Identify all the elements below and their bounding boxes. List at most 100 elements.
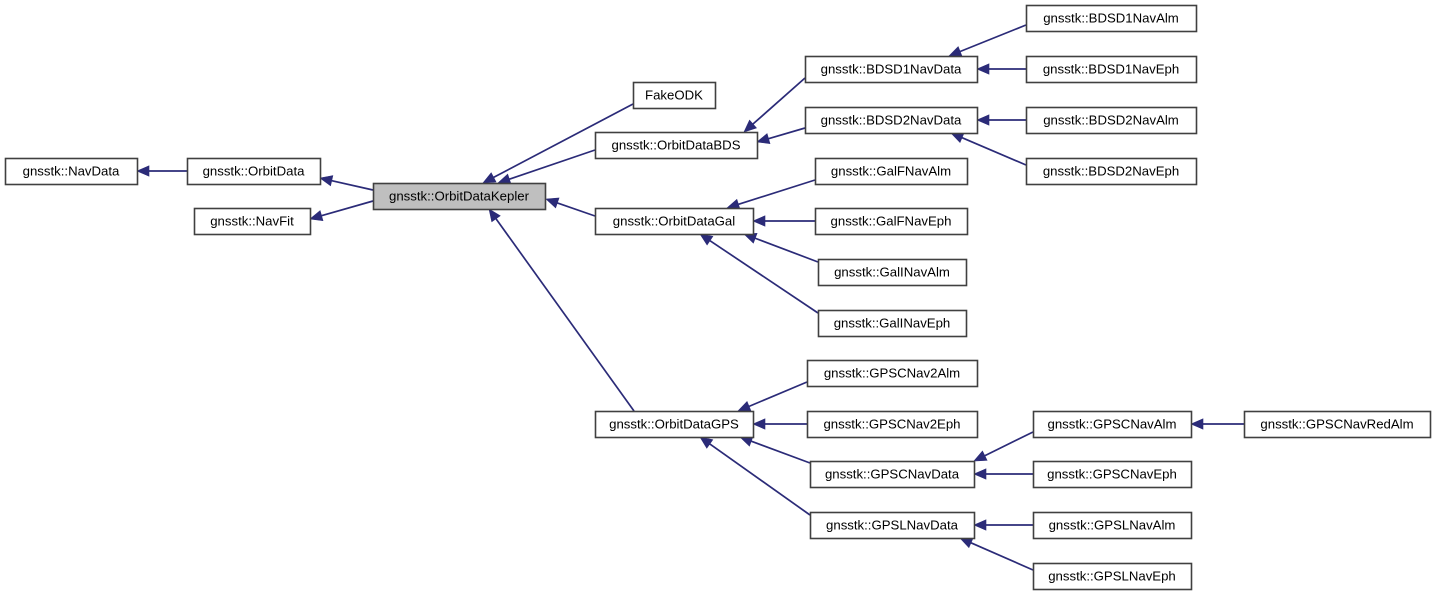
class-node-gpscnavdata[interactable]: gnsstk::GPSCNavData [809,460,976,489]
class-node-label: gnsstk::GPSCNavRedAlm [1260,416,1413,431]
edges-layer [136,24,1244,571]
edge-line [509,149,596,180]
edge-line [493,103,634,179]
class-node-box[interactable] [594,131,759,160]
edge-galinaveph-to-orbitdatagal [699,233,819,314]
class-node-orbitdatagps[interactable]: gnsstk::OrbitDataGPS [594,410,755,439]
class-node-gpscnav2eph[interactable]: gnsstk::GPSCNav2Eph [806,410,979,439]
class-node-box[interactable] [809,460,976,489]
class-node-gpscnav2alm[interactable]: gnsstk::GPSCNav2Alm [806,359,979,388]
class-node-orbitdatakepler[interactable]: gnsstk::OrbitDataKepler [372,182,547,211]
class-node-box[interactable] [817,258,968,287]
edge-galinavalm-to-orbitdatagal [743,233,819,263]
class-node-bdsd1navdata[interactable]: gnsstk::BDSD1NavData [804,55,979,84]
edge-bdsd2navdata-to-orbitdatabds [756,127,806,144]
class-node-navfit[interactable]: gnsstk::NavFit [193,207,312,236]
class-node-orbitdatabds[interactable]: gnsstk::OrbitDataBDS [594,131,759,160]
class-node-gpslnaveph[interactable]: gnsstk::GPSLNavEph [1032,562,1193,591]
edge-gpscnaveph-to-gpscnavdata [973,468,1033,480]
class-node-galfnaveph[interactable]: gnsstk::GalFNavEph [814,207,969,236]
class-node-gpscnavredalm[interactable]: gnsstk::GPSCNavRedAlm [1243,410,1432,439]
edge-line [709,443,811,516]
class-node-box[interactable] [193,207,312,236]
class-node-label: gnsstk::GPSCNav2Alm [824,365,960,380]
class-node-orbitdata[interactable]: gnsstk::OrbitData [186,157,322,186]
class-node-box[interactable] [804,106,979,135]
inheritance-arrowhead-icon [482,172,497,184]
class-node-galfnavalm[interactable]: gnsstk::GalFNavAlm [814,157,969,186]
class-node-box[interactable] [594,410,755,439]
edge-line [752,77,806,125]
class-node-galinaveph[interactable]: gnsstk::GalINavEph [817,309,968,338]
edge-bdsd1navalm-to-bdsd1navdata [948,24,1027,57]
edge-galfnavalm-to-orbitdatagal [726,179,816,210]
class-node-box[interactable] [1025,157,1198,186]
class-node-box[interactable] [632,81,717,110]
class-node-label: gnsstk::GPSLNavAlm [1049,517,1176,532]
edge-line [750,440,811,464]
class-node-box[interactable] [809,511,976,540]
class-node-bdsd2navdata[interactable]: gnsstk::BDSD2NavData [804,106,979,135]
class-node-box[interactable] [1243,410,1432,439]
class-node-box[interactable] [1032,410,1193,439]
class-node-label: gnsstk::NavData [23,163,120,178]
class-node-box[interactable] [1025,55,1198,84]
class-node-box[interactable] [1032,460,1193,489]
class-node-navdata[interactable]: gnsstk::NavData [4,157,139,186]
class-node-box[interactable] [806,410,979,439]
inheritance-arrowhead-icon [309,210,324,222]
class-node-bdsd2navalm[interactable]: gnsstk::BDSD2NavAlm [1025,106,1198,135]
class-node-box[interactable] [1025,106,1198,135]
inheritance-arrowhead-icon [976,114,990,126]
class-node-box[interactable] [814,157,969,186]
class-node-fakeodk[interactable]: FakeODK [632,81,717,110]
class-node-gpslnavalm[interactable]: gnsstk::GPSLNavAlm [1032,511,1193,540]
edge-line [970,542,1034,571]
inheritance-arrowhead-icon [959,537,974,549]
edge-gpslnaveph-to-gpslnavdata [959,537,1034,571]
edge-line [959,24,1027,53]
class-node-galinavalm[interactable]: gnsstk::GalINavAlm [817,258,968,287]
edge-line [495,218,635,412]
class-node-label: gnsstk::OrbitData [203,163,306,178]
class-node-label: gnsstk::GPSLNavData [826,517,959,532]
class-node-gpscnaveph[interactable]: gnsstk::GPSCNavEph [1032,460,1193,489]
class-node-box[interactable] [1032,511,1193,540]
class-node-label: gnsstk::BDSD1NavData [821,61,962,76]
edge-line [331,179,374,191]
class-node-box[interactable] [594,207,755,236]
class-node-box[interactable] [804,55,979,84]
class-node-label: gnsstk::OrbitDataBDS [612,137,741,152]
edge-orbitdatagal-to-orbitdatakepler [545,197,596,217]
class-node-bdsd1navalm[interactable]: gnsstk::BDSD1NavAlm [1025,4,1198,33]
class-node-label: gnsstk::OrbitDataGal [613,213,735,228]
edge-line [321,200,374,217]
class-node-box[interactable] [806,359,979,388]
inheritance-arrowhead-icon [976,63,990,75]
class-node-gpscnavalm[interactable]: gnsstk::GPSCNavAlm [1032,410,1193,439]
class-node-label: gnsstk::GalINavEph [834,315,951,330]
class-node-label: gnsstk::GalFNavEph [831,213,952,228]
class-node-box[interactable] [1032,562,1193,591]
class-node-box[interactable] [817,309,968,338]
class-node-bdsd2naveph[interactable]: gnsstk::BDSD2NavEph [1025,157,1198,186]
class-node-box[interactable] [4,157,139,186]
class-node-orbitdatagal[interactable]: gnsstk::OrbitDataGal [594,207,755,236]
inheritance-arrowhead-icon [752,418,766,430]
inheritance-arrowhead-icon [973,468,987,480]
class-node-gpslnavdata[interactable]: gnsstk::GPSLNavData [809,511,976,540]
class-node-box[interactable] [814,207,969,236]
inheritance-arrowhead-icon [973,450,988,462]
inheritance-arrowhead-icon [737,401,752,412]
class-node-label: FakeODK [645,87,703,102]
class-node-label: gnsstk::GPSCNavEph [1047,466,1177,481]
inheritance-arrowhead-icon [756,133,771,144]
class-node-box[interactable] [1025,4,1198,33]
class-node-label: gnsstk::NavFit [210,213,294,228]
edge-gpscnavdata-to-orbitdatagps [739,435,811,464]
edge-bdsd1navdata-to-orbitdatabds [743,77,806,133]
class-node-box[interactable] [186,157,322,186]
class-node-bdsd1naveph[interactable]: gnsstk::BDSD1NavEph [1025,55,1198,84]
class-node-box[interactable] [372,182,547,211]
edge-line [984,431,1034,457]
